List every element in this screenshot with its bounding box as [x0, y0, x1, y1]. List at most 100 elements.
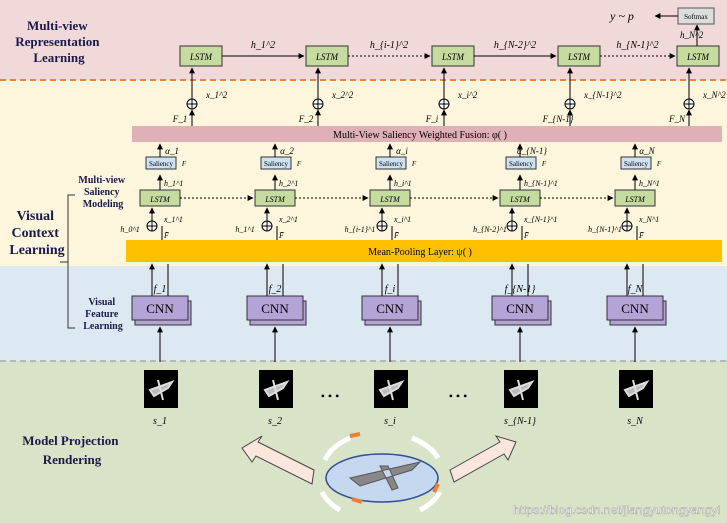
hprev-label-4: h_{N-2}^1 [473, 225, 507, 234]
top-x-label-3: x_i^2 [457, 90, 478, 100]
top-f-label-3: F_i [425, 114, 439, 124]
saliency-box-label-1: Saliency [149, 160, 174, 168]
top-x-label-2: x_2^2 [331, 90, 354, 100]
representation-title-line1: Multi-view [27, 18, 88, 33]
top-f-label-4: F_{N-1} [542, 114, 574, 124]
view-label-5: s_N [627, 416, 644, 427]
top-f-label-1: F_1 [172, 114, 188, 124]
visual-context-title-line2: Context [12, 226, 60, 241]
saliency-f-label-4: F [541, 160, 547, 168]
output-formula: y ~ p [609, 9, 634, 23]
h1-label-5: h_N^1 [639, 179, 660, 188]
saliency-box-label-4: Saliency [509, 160, 534, 168]
saliency-lstm-label-2: LSTM [264, 195, 286, 204]
context-bracket [60, 194, 75, 329]
hprev-label-2: h_1^1 [235, 225, 254, 234]
top-lstm-5 [676, 45, 720, 67]
saliency-box-label-5: Saliency [624, 160, 649, 168]
saliency-box-label-2: Saliency [264, 160, 289, 168]
fbar-label-3: F̄ [393, 231, 399, 240]
alpha-label-1: α_1 [165, 146, 179, 156]
x1-label-3: x_i^1 [393, 215, 411, 224]
cnn-label-5: CNN [621, 301, 649, 316]
view-label-4: s_{N-1} [504, 416, 536, 427]
view-ellipsis-1: • • • [321, 389, 340, 403]
saliency-box-2 [260, 156, 292, 170]
view-plane-1 [148, 379, 175, 401]
cnn-f-label-1: f_1 [154, 284, 167, 295]
cnn-box-1 [131, 295, 189, 321]
cnn-box-5 [606, 295, 664, 321]
saliency-modeling-line2: Saliency [84, 187, 120, 198]
visual-context-title: Visual Context Learning [9, 209, 64, 258]
fusion-bar [132, 126, 722, 142]
top-plus-1-cross [187, 99, 197, 109]
view-label-3: s_i [384, 416, 396, 427]
top-h-label-1: h_1^2 [251, 40, 275, 51]
top-h-label-4: h_{N-1}^2 [616, 40, 658, 51]
top-lstm-label-5: LSTM [686, 52, 710, 62]
top-x-label-1: x_1^2 [205, 90, 228, 100]
mean-pooling-bar [126, 240, 722, 262]
x1-label-4: x_{N-1}^1 [523, 215, 557, 224]
top-lstm-label-4: LSTM [567, 52, 591, 62]
fusion-label: Multi-View Saliency Weighted Fusion: φ( … [333, 130, 507, 141]
top-h-label-3: h_{N-2}^2 [494, 40, 536, 51]
h1-label-4: h_{N-1}^1 [524, 179, 558, 188]
mean-pooling-label: Mean-Pooling Layer: ψ( ) [368, 247, 472, 258]
projection-arrow-left [241, 435, 315, 485]
projection-arrow-right [449, 435, 517, 483]
x1-label-2: x_2^1 [278, 215, 298, 224]
h1-label-2: h_2^1 [279, 179, 298, 188]
hprev-label-3: h_{i-1}^1 [345, 225, 376, 234]
saliency-f-label-1: F [181, 160, 187, 168]
h1-label-1: h_1^1 [164, 179, 183, 188]
saliency-modeling-title: Multi-view Saliency Modeling [78, 175, 127, 210]
saliency-box-5 [620, 156, 652, 170]
projection-title: Model Projection Rendering [22, 433, 121, 467]
projection-title-line2: Rendering [43, 452, 102, 467]
saliency-plus-2-cross [262, 221, 272, 231]
view-plane-5 [623, 379, 650, 401]
fbar-label-2: F̄ [278, 231, 284, 240]
visual-feature-line1: Visual [88, 297, 115, 308]
top-plus-2-cross [313, 99, 323, 109]
saliency-plus-1-cross [147, 221, 157, 231]
top-lstm-label-2: LSTM [315, 52, 339, 62]
visual-feature-title: Visual Feature Learning [83, 297, 122, 332]
top-f-label-5: F_N [668, 114, 686, 124]
view-plane-2 [263, 379, 290, 401]
representation-band [0, 0, 727, 80]
representation-title-line2: Representation [15, 34, 100, 49]
saliency-box-1 [145, 156, 177, 170]
visual-context-title-line1: Visual [16, 209, 54, 224]
watermark: https://blog.csdn.net/jiangyutongyangyi [513, 503, 720, 517]
cnn-box-2 [246, 295, 304, 321]
saliency-box-label-3: Saliency [379, 160, 404, 168]
saliency-f-label-3: F [411, 160, 417, 168]
cnn-label-4: CNN [506, 301, 534, 316]
view-ellipsis-2: • • • [449, 389, 468, 403]
saliency-modeling-line1: Multi-view [78, 175, 125, 186]
saliency-modeling-line3: Modeling [83, 199, 124, 210]
top-h-label-2: h_{i-1}^2 [370, 40, 408, 51]
saliency-plus-3-cross [377, 221, 387, 231]
top-f-label-2: F_2 [298, 114, 314, 124]
visual-context-band [0, 80, 727, 266]
hprev-label-5: h_{N-1}^1 [588, 225, 622, 234]
top-plus-5-cross [684, 99, 694, 109]
saliency-plus-5-cross [622, 221, 632, 231]
cnn-f-label-3: f_i [385, 284, 396, 295]
saliency-lstm-label-1: LSTM [149, 195, 171, 204]
softmax-label: Softmax [684, 13, 708, 21]
cnn-f-label-4: f_{N-1} [505, 284, 536, 295]
top-x-label-4: x_{N-1}^2 [583, 90, 622, 100]
hn-label: h_N^2 [680, 30, 704, 40]
hprev-label-1: h_0^1 [120, 225, 139, 234]
alpha-label-3: α_i [396, 146, 408, 156]
saliency-lstm-label-5: LSTM [624, 195, 646, 204]
representation-title: Multi-view Representation Learning [15, 18, 103, 65]
view-plane-4 [508, 379, 535, 401]
